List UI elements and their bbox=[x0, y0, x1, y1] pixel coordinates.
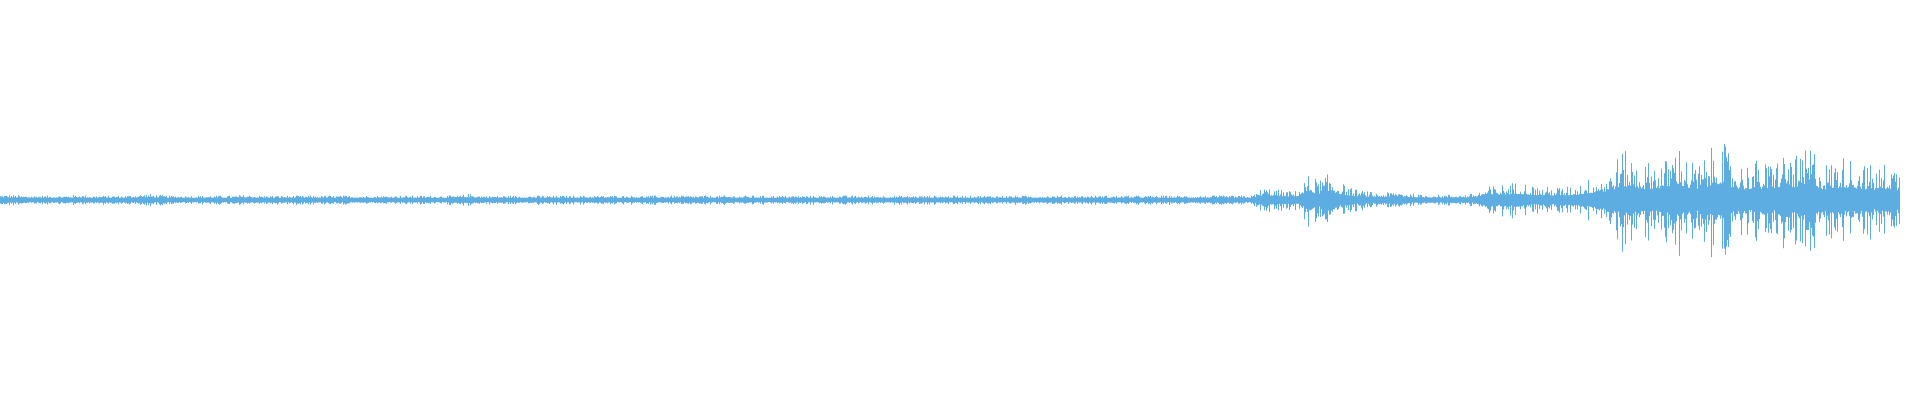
waveform-bars bbox=[0, 143, 1900, 258]
